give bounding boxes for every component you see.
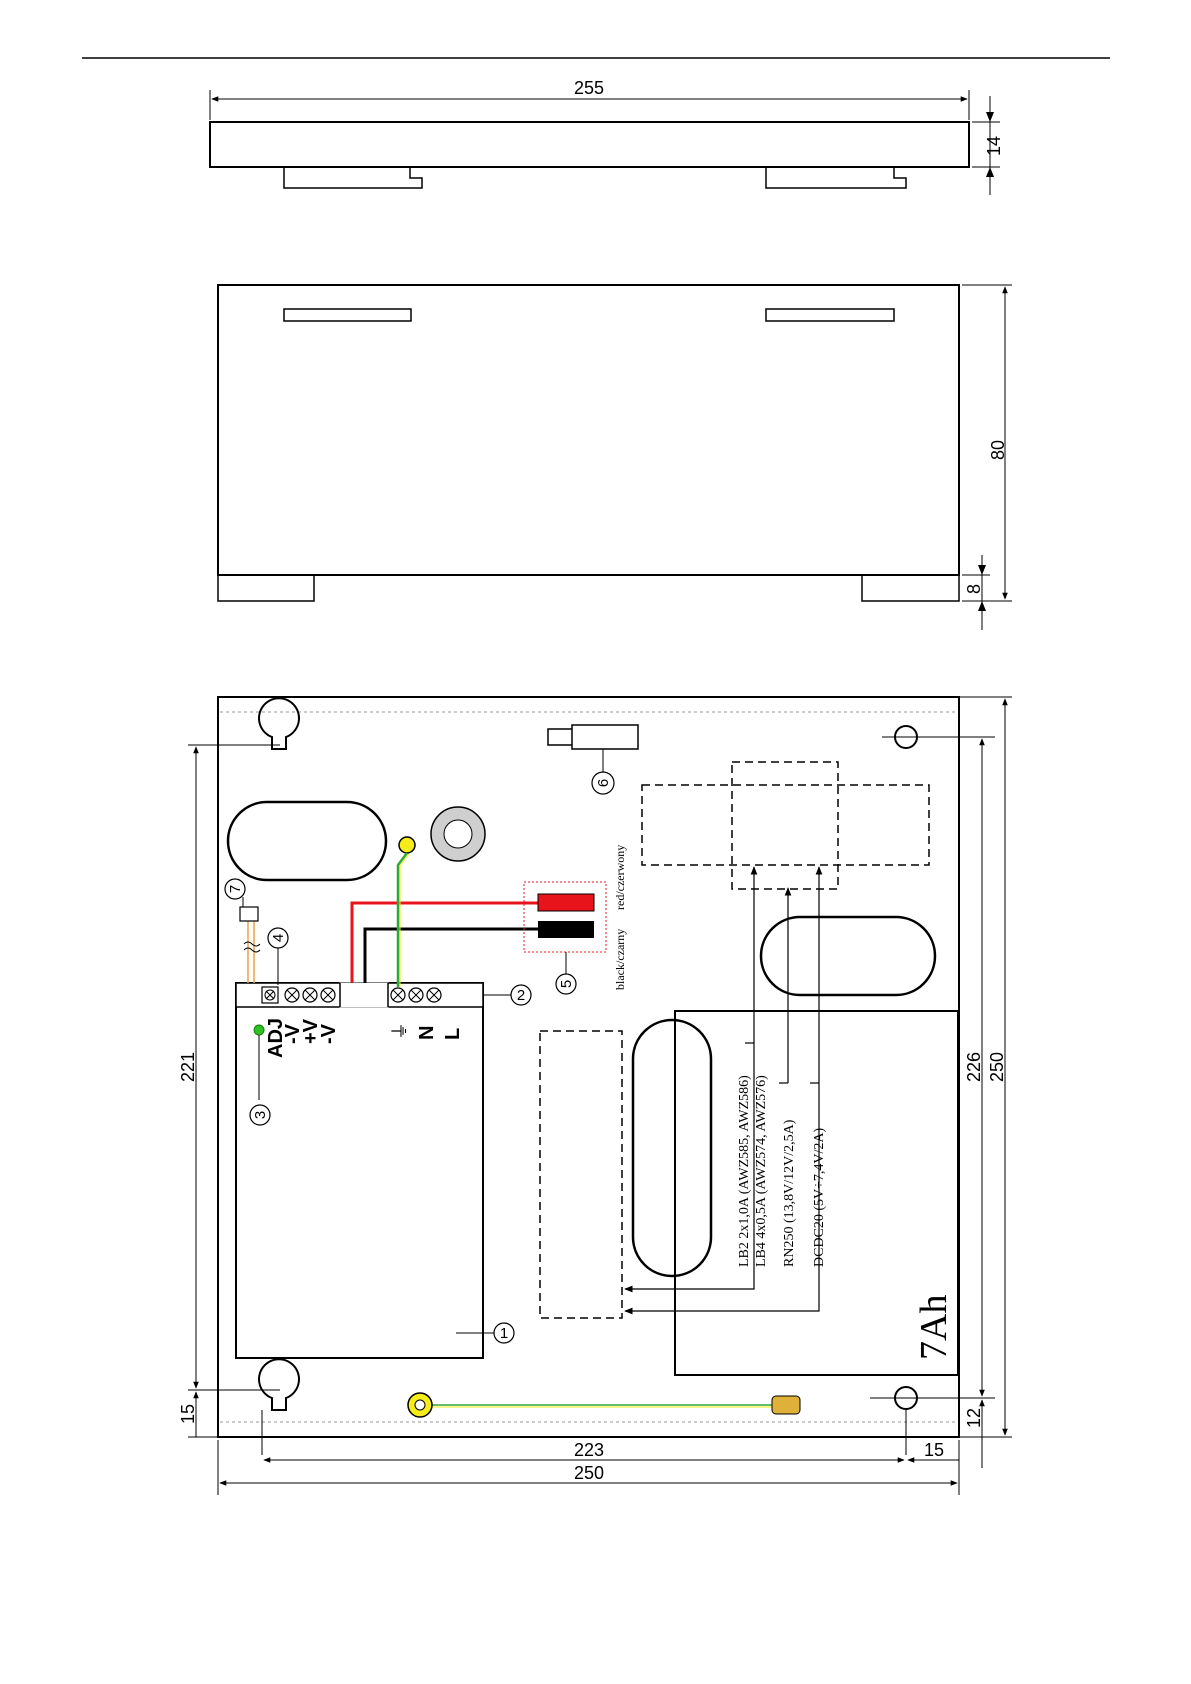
battery-connectors-box: [523, 881, 607, 953]
cable-slot-right: [759, 915, 937, 997]
callouts: 1 2 3 4 5 6 7: [224, 771, 615, 1344]
ground-stud-top: [398, 836, 416, 854]
battery: [674, 1010, 959, 1376]
callout-1: 1: [500, 1325, 508, 1342]
terminal-label-l: L: [442, 1028, 464, 1040]
top-view-clip-right: [765, 167, 907, 189]
dim-left-15-label: 15: [178, 1404, 198, 1424]
dc-terminals: [284, 987, 336, 1003]
wire-label-black: black/czarny: [613, 929, 627, 990]
wire-red: [350, 901, 538, 983]
top-view-clip-left: [283, 167, 423, 189]
top-view-body: [209, 121, 970, 168]
module-label-rn250: RN250 (13,8V/12V/2,5A): [782, 1119, 797, 1267]
dim-right-12-label: 12: [964, 1408, 984, 1428]
front-foot-right: [861, 574, 960, 602]
wire-orange-sensor: [247, 917, 255, 983]
wire-green-yellow: [396, 852, 408, 987]
temp-sensor: [239, 906, 259, 922]
module-arrows: [624, 866, 823, 1315]
battery-connector-red: [537, 893, 595, 912]
callout-5: 5: [558, 980, 575, 988]
terminal-label-ground: ⏚: [390, 1022, 410, 1040]
front-height-label: 80: [988, 440, 1008, 460]
cable-slot-top-left: [226, 800, 388, 882]
terminal-label-plus: +V: [300, 1018, 322, 1044]
top-view: 255 14: [209, 78, 1004, 195]
module-label-dcdc20: DCDC20 (5V÷7,4V/2A): [812, 1128, 827, 1267]
terminal-label-minus2: -V: [318, 1023, 340, 1044]
front-view: 80 8: [217, 284, 1012, 630]
top-width-label: 255: [574, 78, 604, 98]
battery-label: 7Ah: [913, 1295, 955, 1360]
wire-black: [363, 927, 538, 983]
top-height-label: 14: [984, 136, 1004, 156]
dim-bottom-223-label: 223: [574, 1440, 604, 1460]
dim-right-226-label: 226: [964, 1052, 984, 1082]
callout-3: 3: [252, 1111, 269, 1119]
dim-left-221-label: 221: [178, 1052, 198, 1082]
callout-2: 2: [517, 987, 525, 1004]
dim-bottom-250-label: 250: [574, 1463, 604, 1483]
battery-connector-black: [538, 921, 594, 938]
main-view: 7Ah LB2 2x1,0A (AWZ585, AWZ586) LB4 4x0,…: [178, 696, 1012, 1495]
cable-slot-center: [631, 1018, 713, 1278]
module-outline-tall: [731, 761, 839, 890]
module-outline-left: [539, 1030, 623, 1319]
module-outline-wide: [641, 784, 930, 866]
keyhole-bottom-left: [258, 1358, 300, 1411]
terminal-label-n: N: [416, 1026, 438, 1040]
dim-bottom-15-label: 15: [924, 1440, 944, 1460]
wire-label-red: red/czerwony: [613, 845, 627, 910]
callout-6: 6: [595, 779, 612, 787]
module-label-lb2: LB2 2x1,0A (AWZ585, AWZ586): [737, 1075, 752, 1267]
callout-7: 7: [227, 885, 244, 893]
front-slot-left: [283, 308, 412, 322]
terminal-label-minus1: -V: [282, 1023, 304, 1044]
callout-4: 4: [270, 934, 287, 942]
keyhole-top-left: [258, 697, 300, 750]
front-slot-right: [765, 308, 895, 322]
front-foot-left: [217, 574, 315, 602]
status-led: [253, 1024, 265, 1036]
front-feet-label: 8: [964, 584, 984, 594]
enclosure-outline: [217, 696, 960, 1438]
dim-right-250-label: 250: [987, 1052, 1007, 1082]
front-view-body: [217, 284, 960, 576]
module-labels: LB2 2x1,0A (AWZ585, AWZ586) LB4 4x0,5A (…: [737, 1075, 827, 1267]
ac-terminals: [390, 987, 442, 1003]
terminal-label-adj: ADJ: [265, 1018, 287, 1058]
ground-strap-lug: [771, 1395, 801, 1415]
module-label-lb4: LB4 4x0,5A (AWZ574, AWZ576): [754, 1075, 769, 1267]
